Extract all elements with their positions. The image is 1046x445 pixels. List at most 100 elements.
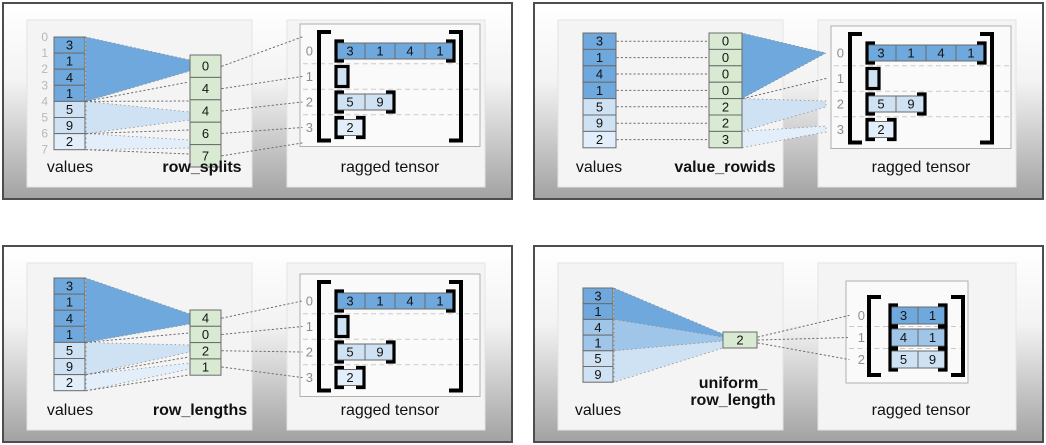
ragged-tensor-label: ragged tensor <box>871 159 971 176</box>
row-bracket <box>334 64 342 89</box>
row-bracket <box>342 64 350 89</box>
tensor-cell-text: 1 <box>436 44 443 59</box>
row-bracket <box>938 347 948 372</box>
param-cell-text: 4 <box>202 81 209 96</box>
ragged-tensor-label: ragged tensor <box>340 402 440 419</box>
row-bracket <box>865 92 875 116</box>
tensor-cell-text: 2 <box>346 120 353 135</box>
values-cell-text: 3 <box>594 288 601 303</box>
row-bracket <box>887 117 897 142</box>
row-index-label: 0 <box>306 44 313 59</box>
row-bracket <box>888 347 898 372</box>
boundary-index-label: 3 <box>41 78 48 92</box>
tensor-cell-text: 2 <box>877 122 884 137</box>
values-cell-text: 4 <box>66 70 73 85</box>
boundary-index-label: 6 <box>41 127 48 141</box>
tensor-cell-text: 5 <box>900 352 907 367</box>
values-cell-text: 1 <box>66 327 73 342</box>
row-index-label: 0 <box>306 294 313 309</box>
param-cell-text: 4 <box>202 311 209 326</box>
connector-wedge <box>613 287 724 341</box>
values-cell-text: 3 <box>66 279 73 294</box>
values-label: values <box>575 159 623 176</box>
boundary-index-label: 4 <box>41 94 48 108</box>
values-cell <box>582 366 614 383</box>
tensor-cell-text: 1 <box>929 330 936 345</box>
connector-wedge <box>613 340 724 383</box>
tensor-cell-text: 5 <box>877 97 884 112</box>
row-index-label: 3 <box>306 120 313 135</box>
row-bracket <box>873 66 881 91</box>
tensor-cell-text: 2 <box>346 370 353 385</box>
row-bracket <box>386 340 396 364</box>
connector-wedge <box>85 133 191 151</box>
connector-line <box>221 350 303 353</box>
param-cell <box>722 331 758 349</box>
boundary-index-label: 7 <box>41 143 48 157</box>
boundary-index-label: 2 <box>41 62 48 76</box>
param-cell <box>189 358 222 376</box>
connector-line <box>221 36 303 67</box>
values-cell-text: 3 <box>596 34 603 49</box>
row-index-label: 2 <box>837 97 844 112</box>
tensor-cell-text: 9 <box>376 95 383 110</box>
row-bracket <box>334 115 344 140</box>
connector-line <box>221 127 303 134</box>
values-cell-text: 1 <box>66 86 73 101</box>
connector-line <box>757 337 850 341</box>
tensor-cell-text: 3 <box>346 294 353 309</box>
row-bracket <box>342 314 350 339</box>
param-cell-text: 3 <box>722 132 729 147</box>
row-index-label: 0 <box>837 46 844 61</box>
ragged-tensor-label: ragged tensor <box>871 402 971 419</box>
values-label: values <box>574 402 622 419</box>
connector-line <box>85 129 190 135</box>
connector-line <box>221 326 303 335</box>
connector-line <box>221 101 303 112</box>
empty-row-fill <box>867 70 878 87</box>
outer-bracket <box>449 30 463 143</box>
boundary-index-label: 0 <box>41 30 48 44</box>
outer-bracket <box>848 32 862 145</box>
row-bracket <box>386 90 396 114</box>
connector-wedge <box>85 277 191 343</box>
param-cell-text: 2 <box>202 343 209 358</box>
row-index-label: 1 <box>837 71 844 86</box>
tensor-cell-text: 4 <box>937 46 944 61</box>
empty-row-fill <box>336 68 347 85</box>
param-cell-text: 2 <box>722 116 729 131</box>
row-index-label: 3 <box>306 370 313 385</box>
values-cell-text: 5 <box>594 351 601 366</box>
boundary-index-label: 5 <box>41 111 48 125</box>
boundary-index-label: 1 <box>41 46 48 60</box>
outer-bracket <box>449 280 463 393</box>
values-cell-text: 9 <box>66 118 73 133</box>
tensor-cell-text: 3 <box>877 46 884 61</box>
tensor-cell-text: 1 <box>929 308 936 323</box>
values-cell-text: 5 <box>66 343 73 358</box>
values-cell-text: 1 <box>596 83 603 98</box>
connector-line <box>85 332 190 343</box>
row-index-label: 1 <box>306 69 313 84</box>
values-cell-text: 3 <box>66 38 73 53</box>
outer-bracket <box>951 295 965 377</box>
values-cell-text: 4 <box>594 320 601 335</box>
values-cell <box>582 130 617 149</box>
connector-line <box>85 356 190 376</box>
param-cell-text: 0 <box>722 50 729 65</box>
row-index-label: 3 <box>837 122 844 137</box>
connector-line <box>221 366 303 378</box>
connector-line <box>757 342 850 360</box>
values-cell-text: 5 <box>596 99 603 114</box>
values-cell-text: 2 <box>66 375 73 390</box>
values-cell <box>53 374 86 392</box>
row-bracket <box>356 115 366 140</box>
tensor-cell-text: 1 <box>907 46 914 61</box>
connector-line <box>85 149 190 155</box>
param-cell-text: 4 <box>202 104 209 119</box>
row-lengths-label: row_lengths <box>152 402 248 419</box>
row-index-label: 0 <box>858 308 865 323</box>
